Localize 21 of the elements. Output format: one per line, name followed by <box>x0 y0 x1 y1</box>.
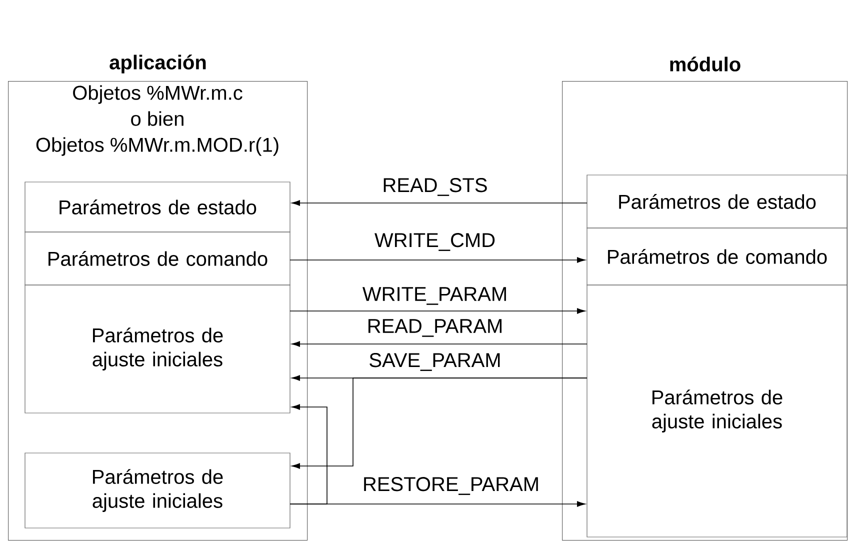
arrow <box>292 378 588 469</box>
parameter-box: Parámetros de estado <box>24 182 290 232</box>
edge-label: SAVE_PARAM <box>368 352 502 372</box>
edge-label: RESTORE_PARAM <box>361 476 541 496</box>
parameter-box: Parámetros de comando <box>24 232 290 286</box>
parameter-box: Parámetros de estado <box>586 174 848 228</box>
arrow <box>292 341 588 347</box>
edge-label: READ_PARAM <box>366 318 504 338</box>
arrow <box>292 200 588 206</box>
node-label: aplicación <box>110 54 206 74</box>
edge-label: WRITE_PARAM <box>361 286 509 306</box>
parameter-box: Parámetros de ajuste iniciales <box>586 284 848 538</box>
parameter-box: Parámetros de ajuste iniciales <box>24 452 290 528</box>
node-label: módulo <box>670 56 740 72</box>
edge-label: READ_STS <box>381 177 489 197</box>
arrow <box>290 257 586 263</box>
parameter-box: Parámetros de comando <box>586 228 848 286</box>
edge-label: WRITE_CMD <box>373 232 497 252</box>
arrow <box>290 404 328 504</box>
arrow <box>290 308 586 314</box>
parameter-box: Parámetros de ajuste iniciales <box>24 284 290 414</box>
